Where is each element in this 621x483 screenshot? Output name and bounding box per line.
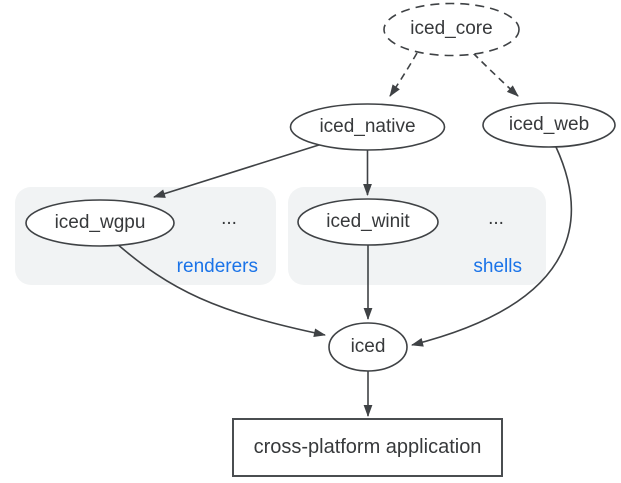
ellipsis-renderers: ... — [221, 208, 237, 229]
node-label-iced-native: iced_native — [319, 116, 416, 137]
node-label-app: cross-platform application — [253, 436, 482, 458]
node-label-iced-web: iced_web — [508, 114, 590, 135]
node-label-iced-winit: iced_winit — [326, 211, 410, 232]
group-label-renderers: renderers — [176, 256, 258, 277]
edge-iced-core-to-iced-web — [472, 52, 519, 97]
ellipsis-shells: ... — [488, 208, 504, 229]
group-renderers: renderers — [15, 187, 276, 285]
node-label-iced: iced — [350, 336, 386, 357]
group-label-shells: shells — [473, 256, 522, 277]
node-label-iced-core: iced_core — [410, 18, 493, 39]
node-label-iced-wgpu: iced_wgpu — [54, 212, 146, 233]
edge-iced-core-to-iced-native — [389, 52, 418, 97]
group-shells: shells — [288, 187, 546, 285]
